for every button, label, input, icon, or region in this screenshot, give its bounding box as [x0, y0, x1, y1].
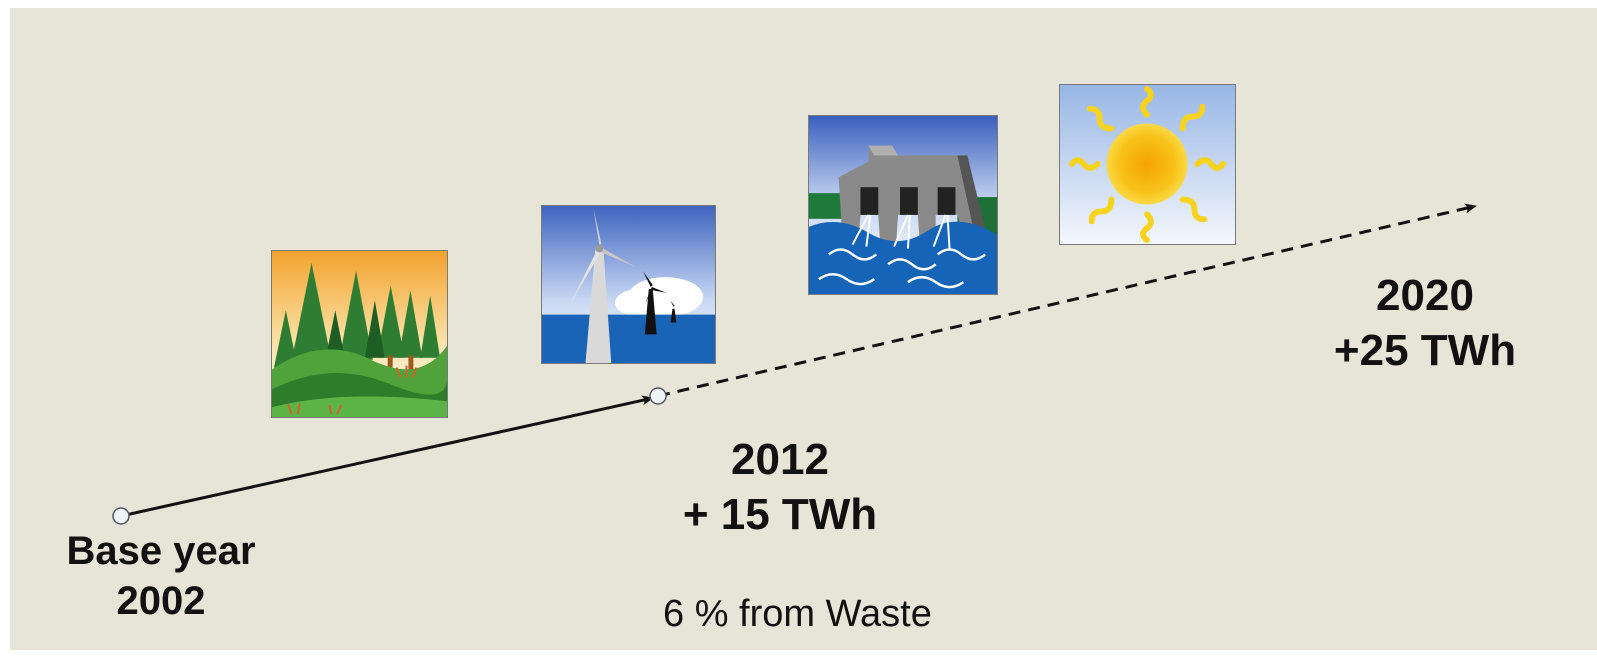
target-2020-year: 2020	[1376, 271, 1474, 320]
milestone-2012-point	[649, 387, 667, 405]
milestone-2012-label: 2012 + 15 TWh	[660, 432, 900, 542]
base-year-point	[112, 507, 130, 525]
base-year-value: 2002	[116, 579, 206, 623]
base-year-text: Base year	[66, 529, 256, 573]
hydro-dam-icon	[808, 115, 998, 295]
milestone-2012-year: 2012	[731, 435, 829, 484]
milestone-2012-value: + 15 TWh	[682, 490, 878, 539]
wind-turbine-icon	[541, 205, 716, 364]
waste-share-note: 6 % from Waste	[663, 593, 932, 635]
forest-icon	[271, 250, 448, 418]
target-2020-value: +25 TWh	[1333, 326, 1517, 375]
timeline	[112, 203, 1477, 525]
sun-icon	[1059, 84, 1236, 245]
base-year-label: Base year 2002	[46, 526, 276, 626]
solid-arrow	[120, 395, 654, 518]
diagram-canvas: Base year 2002 2012 + 15 TWh 2020 +25 TW…	[10, 8, 1597, 650]
target-2020-label: 2020 +25 TWh	[1305, 268, 1545, 378]
